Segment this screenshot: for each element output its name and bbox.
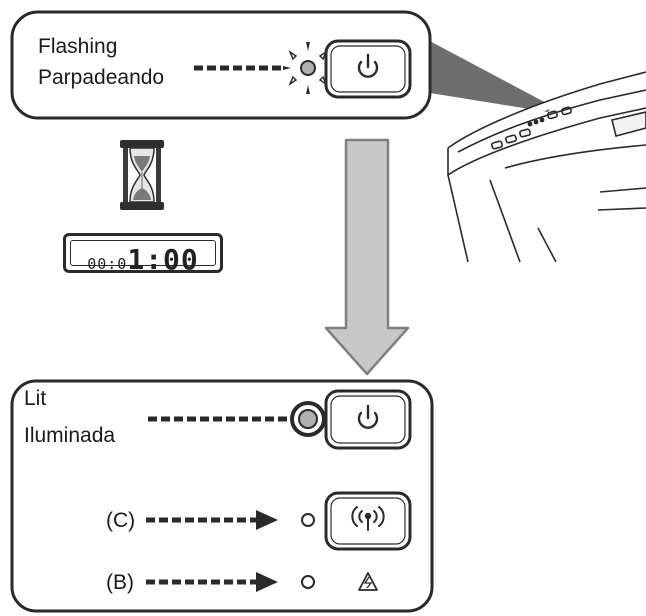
label-b: (B): [106, 571, 134, 594]
flashing-label-es: Parpadeando: [38, 66, 165, 89]
wifi-button: [324, 491, 412, 551]
lit-label-en: Lit: [24, 387, 47, 410]
lit-label-es: Iluminada: [24, 424, 116, 447]
lamp-b: [301, 575, 315, 589]
power-icon: [357, 53, 379, 78]
hourglass-icon: [120, 140, 164, 210]
callout-wedge: [424, 38, 552, 112]
lit-lamp: [290, 401, 326, 437]
timer-small-digits: 00:0: [87, 255, 128, 273]
power-icon: [357, 404, 379, 429]
power-button-top: [324, 39, 412, 99]
wireless-icon: [351, 506, 385, 531]
printer-illustration: [447, 71, 646, 263]
label-c: (C): [106, 509, 136, 532]
timer-big-digits: 1:00: [127, 243, 199, 276]
arrowhead-b: [256, 572, 278, 592]
panel-top: [10, 10, 432, 120]
power-button-bottom: [324, 389, 412, 450]
timer-display: 00:0 1:00: [63, 233, 223, 276]
flashing-label-en: Flashing: [38, 35, 118, 58]
lamp-c: [301, 513, 315, 527]
warning-triangle-icon: [358, 572, 378, 591]
down-arrow: [324, 138, 410, 376]
arrowhead-c: [256, 510, 278, 530]
